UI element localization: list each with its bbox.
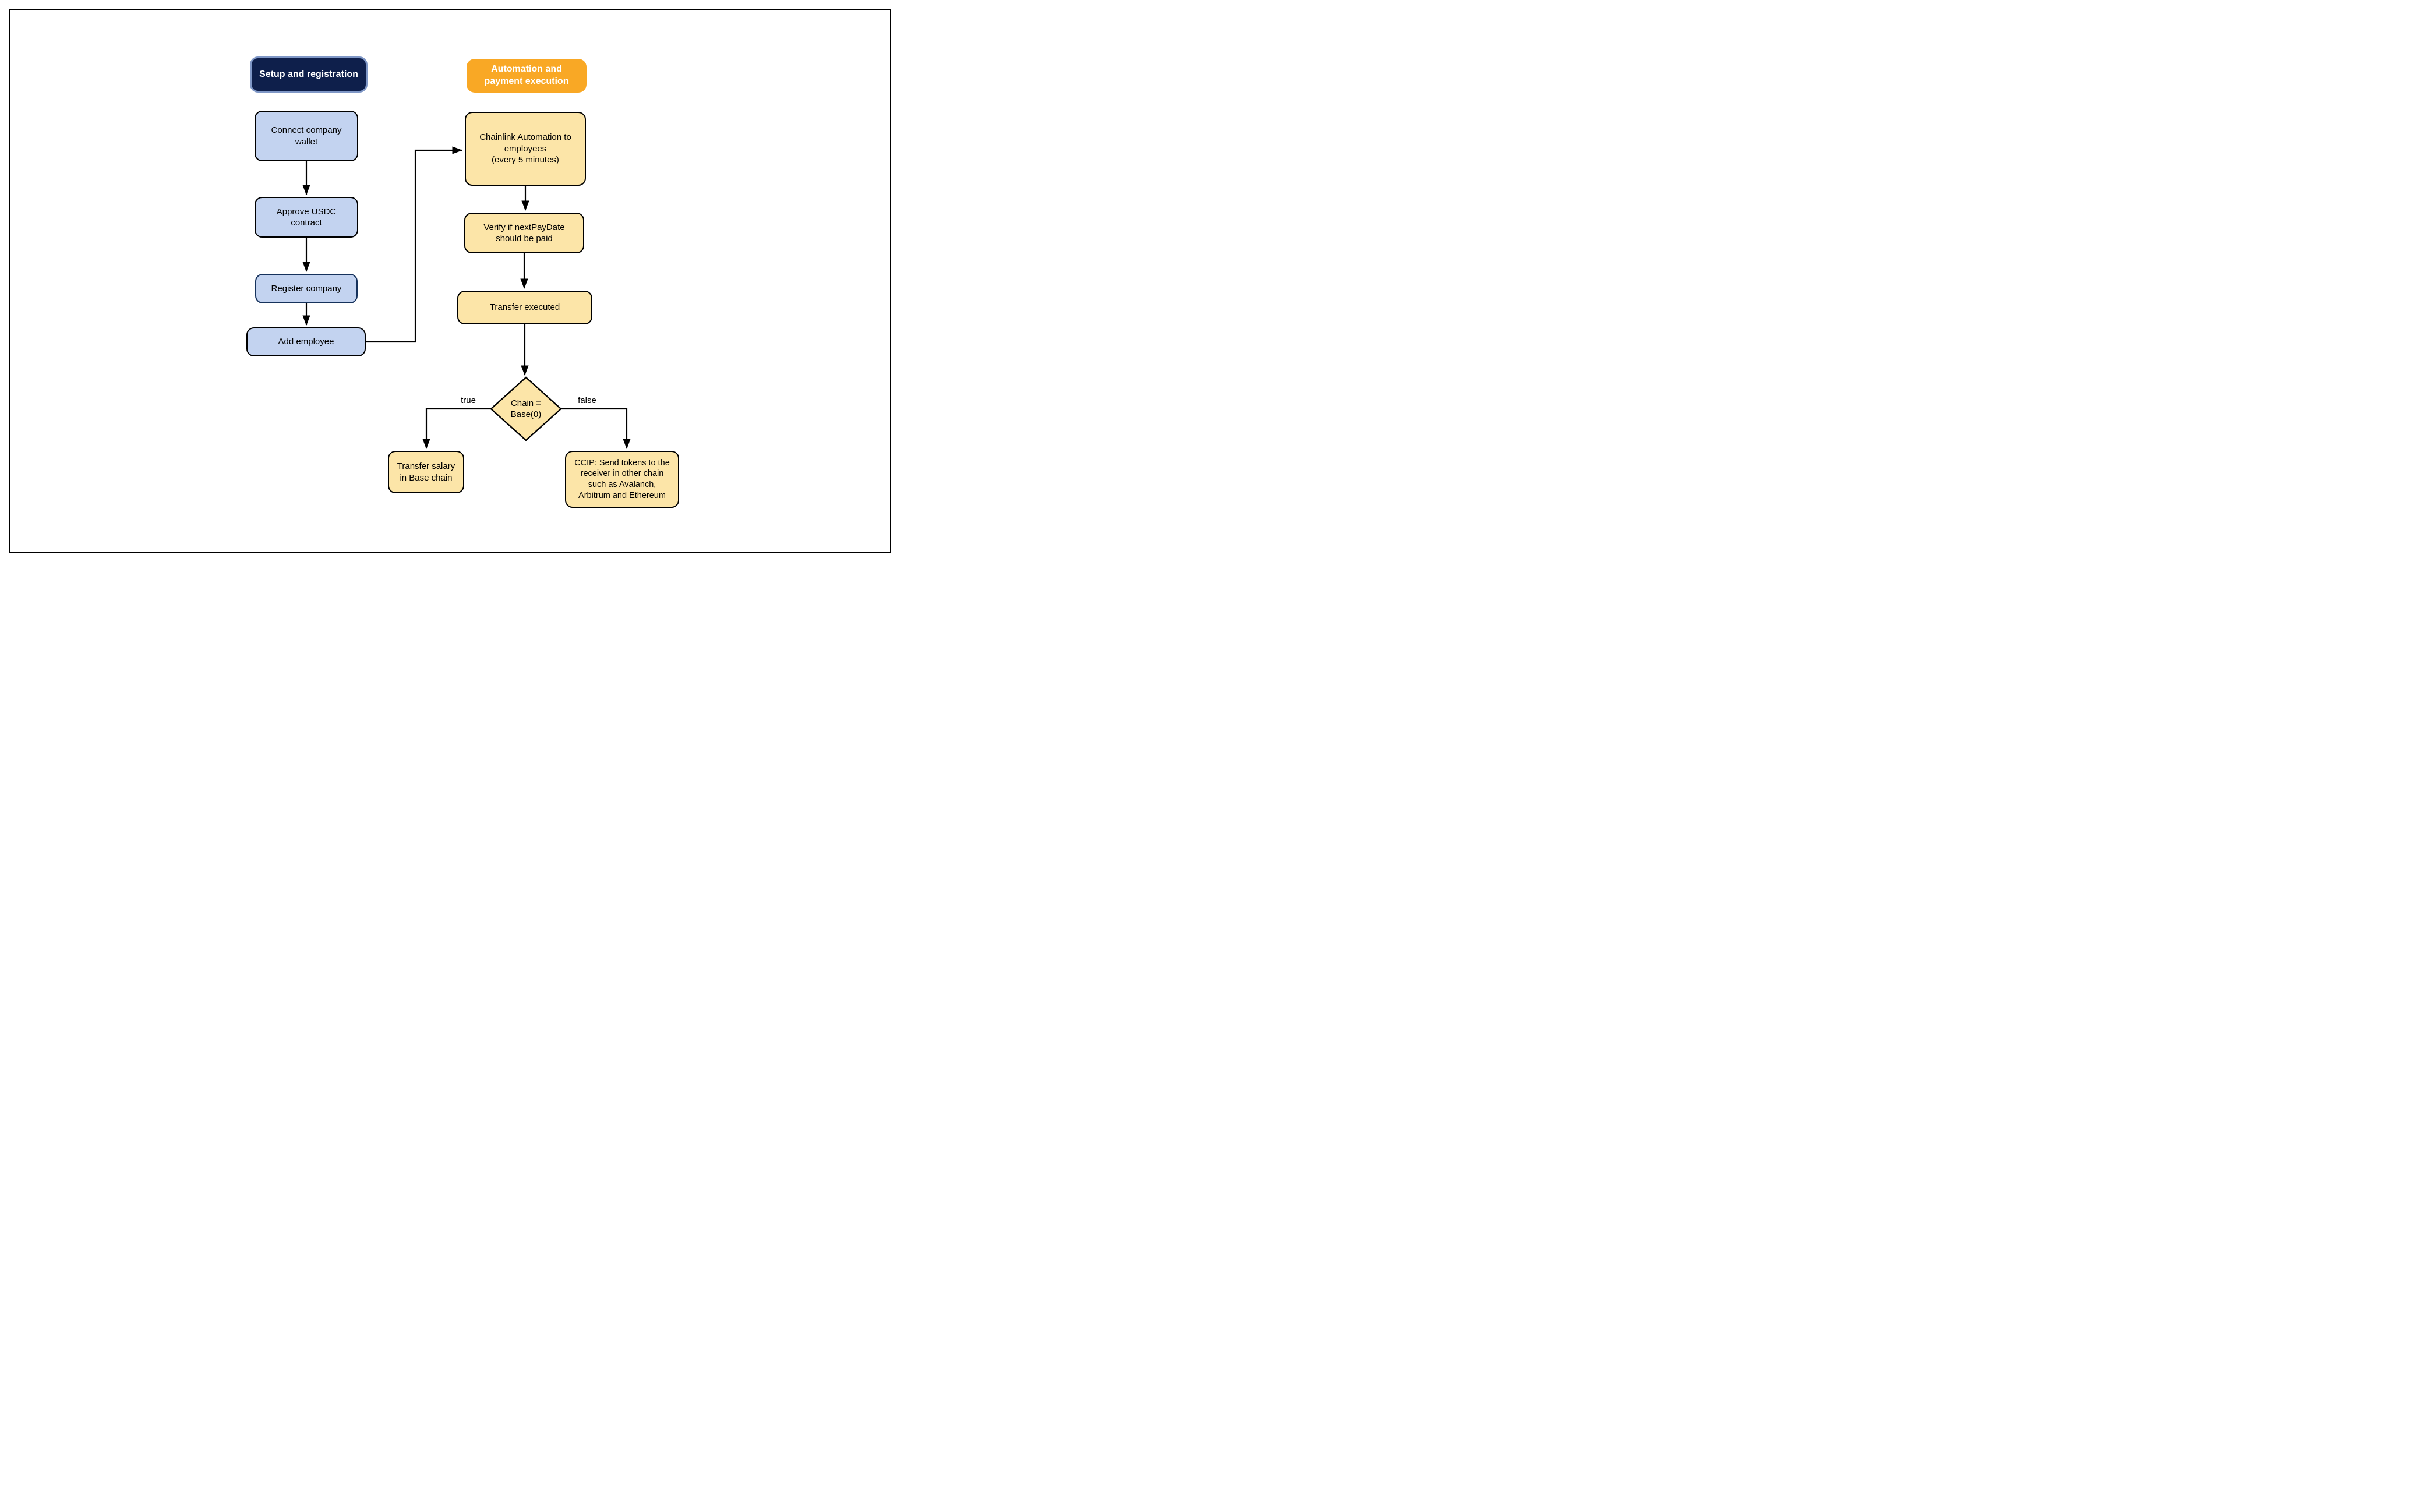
node-transfer-salary-base: Transfer salary in Base chain xyxy=(388,451,464,493)
header-setup-and-registration: Setup and registration xyxy=(250,56,368,93)
edge-label-true: true xyxy=(461,395,476,405)
node-chainlink-automation: Chainlink Automation to employees (every… xyxy=(465,112,586,186)
edge-label-false: false xyxy=(578,395,596,405)
node-register-company: Register company xyxy=(255,274,358,303)
node-approve-usdc-contract: Approve USDC contract xyxy=(255,197,358,238)
node-transfer-executed: Transfer executed xyxy=(457,291,592,324)
decision-label: Chain = Base(0) xyxy=(510,398,542,420)
node-ccip-send-tokens: CCIP: Send tokens to the receiver in oth… xyxy=(565,451,679,508)
node-verify-nextpaydate: Verify if nextPayDate should be paid xyxy=(464,213,584,253)
node-add-employee: Add employee xyxy=(246,327,366,356)
flowchart-canvas: Setup and registration Automation and pa… xyxy=(0,0,900,561)
node-connect-company-wallet: Connect company wallet xyxy=(255,111,358,161)
header-automation-payment: Automation and payment execution xyxy=(467,59,587,93)
